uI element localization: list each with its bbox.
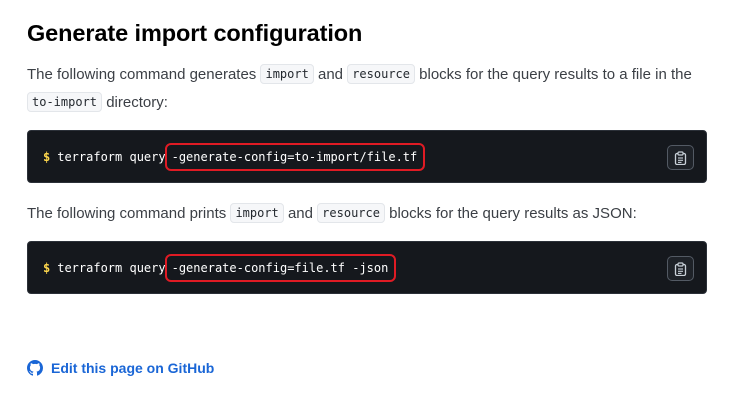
section-heading: Generate import configuration: [27, 20, 363, 46]
edit-link-label: Edit this page on GitHub: [51, 360, 215, 376]
paragraph-generate-file: The following command generates import a…: [27, 61, 717, 117]
inline-code-resource: resource: [317, 203, 385, 223]
clipboard-icon: [674, 150, 687, 165]
copy-button[interactable]: [667, 145, 694, 170]
highlighted-flag: -generate-config=file.tf -json: [164, 254, 397, 282]
text: directory:: [102, 94, 168, 111]
text: and: [283, 205, 318, 222]
text: blocks for the query results as JSON:: [384, 205, 637, 222]
inline-code-resource: resource: [347, 64, 415, 84]
edit-on-github-link[interactable]: Edit this page on GitHub: [27, 360, 214, 376]
code-block-print-json[interactable]: $ terraform query-generate-config=file.tf…: [27, 241, 707, 294]
shell-prompt: $: [43, 150, 51, 164]
shell-prompt: $: [43, 261, 51, 275]
clipboard-icon: [674, 261, 687, 276]
inline-code-to-import: to-import: [27, 92, 103, 112]
command-text: terraform query: [57, 261, 166, 275]
command-text: terraform query: [57, 150, 166, 164]
text: The following command generates: [27, 66, 261, 83]
highlighted-flag: -generate-config=to-import/file.tf: [164, 143, 426, 171]
text: and: [313, 66, 348, 83]
command-line: $ terraform query-generate-config=file.tf…: [43, 242, 397, 295]
command-line: $ terraform query-generate-config=to-impo…: [43, 131, 426, 184]
inline-code-import: import: [230, 203, 284, 223]
text: The following command prints: [27, 205, 231, 222]
code-block-generate-file[interactable]: $ terraform query-generate-config=to-impo…: [27, 130, 707, 183]
paragraph-print-json: The following command prints import and …: [27, 200, 717, 228]
text: blocks for the query results to a file i…: [415, 66, 692, 83]
copy-button[interactable]: [667, 256, 694, 281]
github-icon: [27, 360, 43, 376]
inline-code-import: import: [260, 64, 314, 84]
